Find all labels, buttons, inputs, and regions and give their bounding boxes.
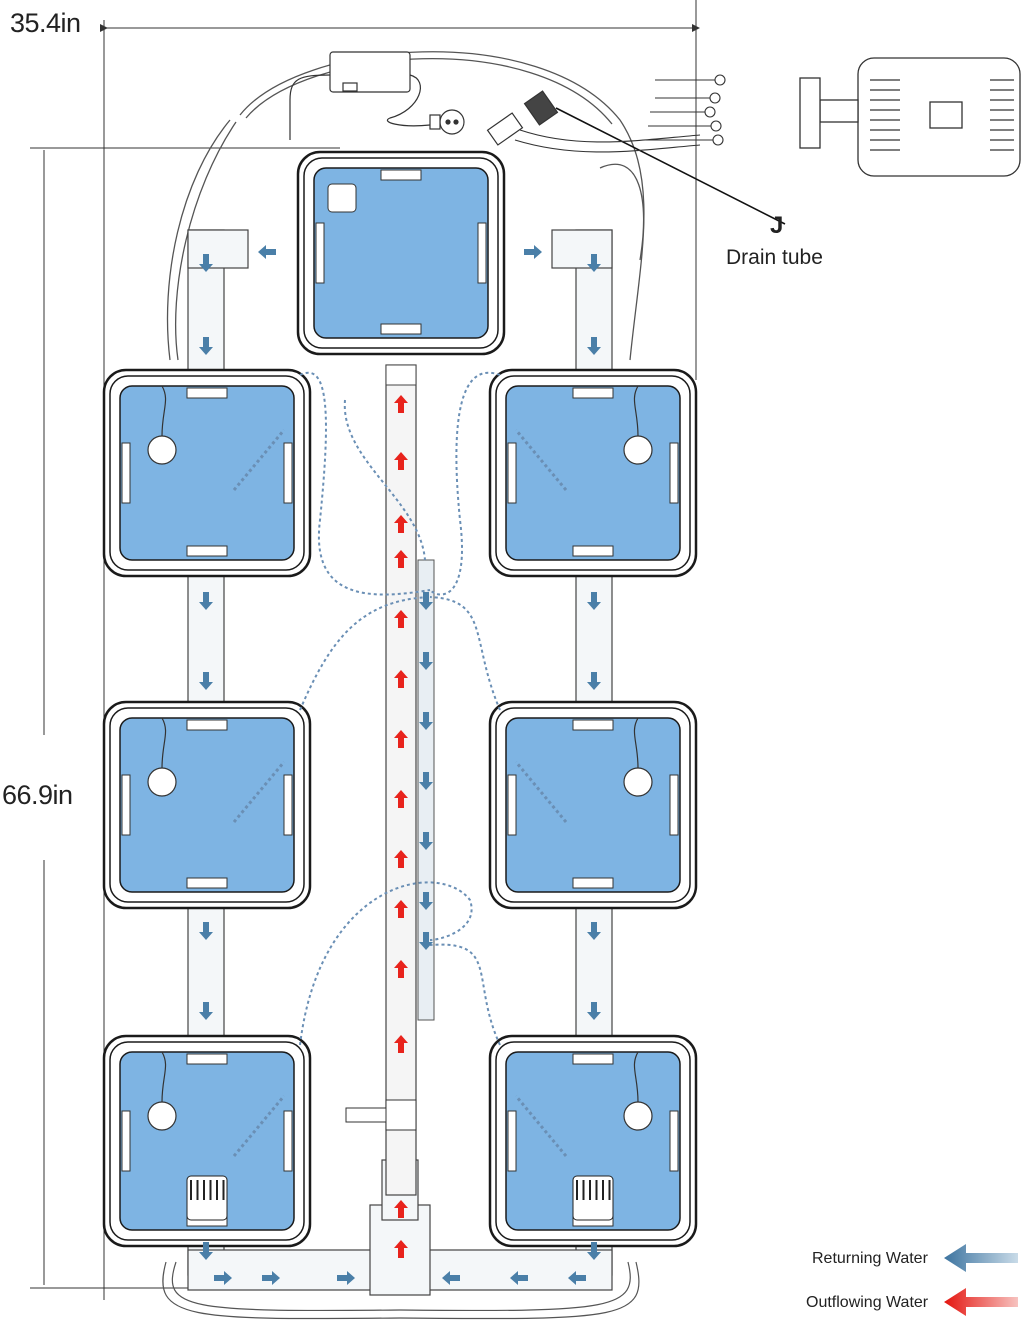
air-stone-icon <box>623 435 653 465</box>
power-plug-icon <box>429 109 465 135</box>
callout-drain-tube-label: Drain tube <box>726 246 823 269</box>
returning-flow-arrow <box>419 832 433 850</box>
returning-flow-arrow <box>199 592 213 610</box>
grow-bucket-left-3 <box>102 1034 312 1248</box>
returning-flow-arrow <box>214 1271 232 1285</box>
outflowing-flow-arrow <box>394 1240 408 1258</box>
returning-flow-arrow <box>419 892 433 910</box>
returning-flow-arrow <box>568 1271 586 1285</box>
width-dimension-label: 35.4in <box>10 8 81 38</box>
returning-flow-arrow <box>199 337 213 355</box>
outflowing-flow-arrow <box>394 730 408 748</box>
air-stone-icon <box>147 1101 177 1131</box>
legend-returning-label: Returning Water <box>812 1250 928 1267</box>
pump-icon <box>186 1175 228 1221</box>
outflowing-flow-arrow <box>394 550 408 568</box>
returning-flow-arrow <box>419 712 433 730</box>
air-stone-icon <box>514 74 726 153</box>
returning-flow-arrow <box>419 592 433 610</box>
grow-bucket-right-1 <box>488 368 698 578</box>
returning-flow-arrow <box>199 1002 213 1020</box>
callout-letter: J <box>770 212 784 239</box>
air-stone-icon <box>623 767 653 797</box>
returning-flow-arrow <box>587 672 601 690</box>
height-dimension-label: 66.9in <box>2 780 73 810</box>
returning-flow-arrow <box>587 1002 601 1020</box>
outflowing-flow-arrow <box>394 515 408 533</box>
outflowing-flow-arrow <box>394 960 408 978</box>
buckets <box>102 150 698 1248</box>
grow-bucket-right-3 <box>488 1034 698 1248</box>
outflowing-flow-arrow <box>394 670 408 688</box>
outflowing-flow-arrow <box>394 452 408 470</box>
reservoir-bucket <box>296 150 506 356</box>
pump-icon <box>572 1175 614 1221</box>
air-stone-icon <box>147 767 177 797</box>
returning-flow-arrow <box>199 254 213 272</box>
legend-outflowing-arrow <box>944 1288 1018 1316</box>
callout-leader <box>555 107 786 225</box>
air-stone-icon <box>147 435 177 465</box>
air-lines <box>299 371 501 1046</box>
outflowing-flow-arrow <box>394 395 408 413</box>
legend-outflowing-label: Outflowing Water <box>806 1294 929 1311</box>
outflowing-flow-arrow <box>394 790 408 808</box>
returning-flow-arrow <box>587 1242 601 1260</box>
air-stone-icon <box>623 1101 653 1131</box>
outflowing-flow-arrow <box>394 850 408 868</box>
returning-flow-arrow <box>199 922 213 940</box>
returning-flow-arrow <box>587 337 601 355</box>
returning-flow-arrow <box>587 922 601 940</box>
returning-flow-arrow <box>419 932 433 950</box>
timer-controller-icon <box>289 51 431 140</box>
outflowing-flow-arrow <box>394 1200 408 1218</box>
bottom-return-curve <box>162 1261 640 1320</box>
returning-flow-arrow <box>587 592 601 610</box>
returning-flow-arrow <box>419 652 433 670</box>
returning-flow-arrow <box>442 1271 460 1285</box>
outflowing-flow-arrow <box>394 610 408 628</box>
returning-flow-arrow <box>524 245 542 259</box>
returning-flow-arrow <box>199 672 213 690</box>
air-pump-icon <box>799 57 1021 177</box>
returning-flow-arrow <box>199 1242 213 1260</box>
returning-flow-arrow <box>337 1271 355 1285</box>
outflowing-flow-arrow <box>394 1035 408 1053</box>
grow-bucket-left-2 <box>102 700 312 910</box>
valve-icon <box>345 1099 417 1131</box>
flow-arrows <box>199 245 601 1285</box>
air-tube-loop <box>166 51 645 361</box>
outflowing-flow-arrow <box>394 900 408 918</box>
valve-icon <box>486 90 559 146</box>
returning-flow-arrow <box>258 245 276 259</box>
legend-returning-arrow <box>944 1244 1018 1272</box>
grow-bucket-left-1 <box>102 368 312 578</box>
returning-flow-arrow <box>587 254 601 272</box>
returning-flow-arrow <box>262 1271 280 1285</box>
returning-flow-arrow <box>510 1271 528 1285</box>
grow-bucket-right-2 <box>488 700 698 910</box>
supply-tube <box>385 364 417 1196</box>
returning-flow-arrow <box>419 772 433 790</box>
